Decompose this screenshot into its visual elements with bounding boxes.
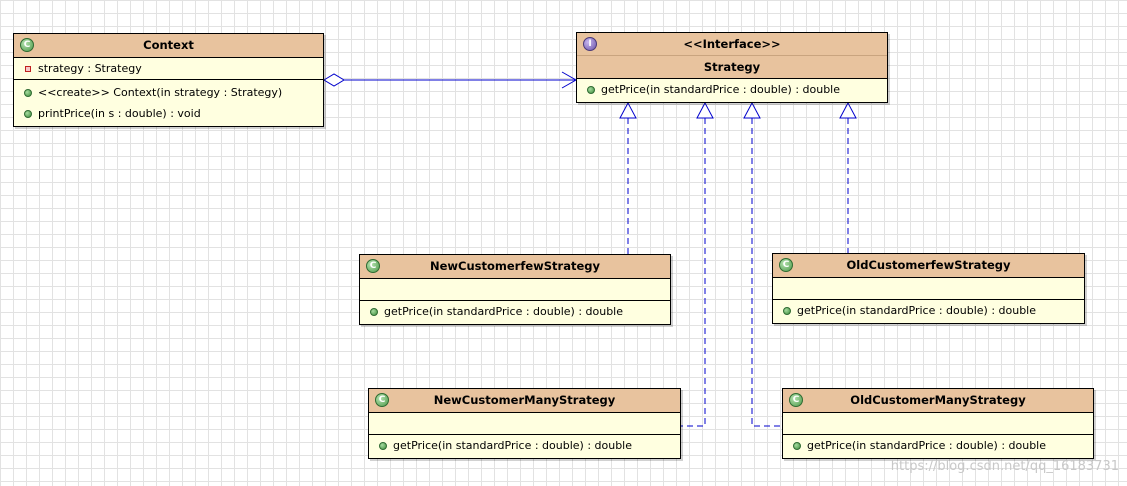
attributes-section: [369, 413, 680, 435]
class-new-customer-few-strategy[interactable]: C NewCustomerfewStrategy getPrice(in sta…: [359, 254, 671, 325]
class-icon: C: [20, 38, 34, 52]
class-header: C OldCustomerfewStrategy: [773, 254, 1084, 278]
operations-section: getPrice(in standardPrice : double) : do…: [360, 301, 670, 323]
aggregation-connector: [323, 71, 578, 89]
operations-section: getPrice(in standardPrice : double) : do…: [773, 300, 1084, 322]
operation-row: getPrice(in standardPrice : double) : do…: [773, 300, 1084, 321]
operation-text: getPrice(in standardPrice : double) : do…: [393, 439, 633, 452]
operations-section: getPrice(in standardPrice : double) : do…: [369, 435, 680, 457]
class-new-customer-many-strategy[interactable]: C NewCustomerManyStrategy getPrice(in st…: [368, 388, 681, 459]
attribute-row: strategy : Strategy: [14, 58, 323, 79]
interface-strategy[interactable]: I <<Interface>> Strategy getPrice(in sta…: [576, 32, 888, 103]
operation-row: <<create>> Context(in strategy : Strateg…: [14, 82, 323, 103]
public-operation-icon: [783, 307, 791, 315]
class-header: C Context: [14, 34, 323, 58]
attributes-section: [360, 279, 670, 301]
operations-section: <<create>> Context(in strategy : Strateg…: [14, 80, 323, 124]
operation-row: getPrice(in standardPrice : double) : do…: [369, 435, 680, 456]
interface-icon: I: [583, 37, 597, 51]
class-icon: C: [789, 393, 803, 407]
operation-row: getPrice(in standardPrice : double) : do…: [360, 301, 670, 322]
operation-text: printPrice(in s : double) : void: [38, 107, 201, 120]
public-operation-icon: [24, 89, 32, 97]
operation-text: getPrice(in standardPrice : double) : do…: [601, 83, 841, 96]
class-icon: C: [375, 393, 389, 407]
public-operation-icon: [379, 442, 387, 450]
watermark: https://blog.csdn.net/qq_16183731: [890, 459, 1119, 474]
class-header: C NewCustomerManyStrategy: [369, 389, 680, 413]
attributes-section: strategy : Strategy: [14, 58, 323, 80]
class-header: C NewCustomerfewStrategy: [360, 255, 670, 279]
realization-old-few: [839, 101, 857, 253]
interface-header: I <<Interface>> Strategy: [577, 33, 887, 79]
interface-name: Strategy: [703, 60, 761, 74]
interface-stereotype: <<Interface>>: [577, 33, 887, 56]
class-old-customer-few-strategy[interactable]: C OldCustomerfewStrategy getPrice(in sta…: [772, 253, 1085, 324]
realization-old-many: [743, 101, 782, 427]
operation-text: getPrice(in standardPrice : double) : do…: [797, 304, 1037, 317]
attribute-text: strategy : Strategy: [38, 62, 142, 75]
class-name: OldCustomerManyStrategy: [850, 393, 1026, 407]
aggregation-diamond: [323, 73, 345, 87]
class-name: Context: [143, 38, 194, 52]
operation-row: getPrice(in standardPrice : double) : do…: [783, 435, 1093, 456]
public-operation-icon: [370, 308, 378, 316]
operation-row: getPrice(in standardPrice : double) : do…: [577, 79, 887, 100]
operations-section: getPrice(in standardPrice : double) : do…: [783, 435, 1093, 457]
operation-row: printPrice(in s : double) : void: [14, 103, 323, 124]
class-icon: C: [366, 259, 380, 273]
operation-text: <<create>> Context(in strategy : Strateg…: [38, 86, 283, 99]
operation-text: getPrice(in standardPrice : double) : do…: [384, 305, 624, 318]
class-name: NewCustomerfewStrategy: [429, 259, 601, 273]
class-context[interactable]: C Context strategy : Strategy <<create>>…: [13, 33, 324, 127]
class-icon: C: [779, 258, 793, 272]
public-operation-icon: [587, 86, 595, 94]
realization-new-few: [619, 101, 637, 254]
public-operation-icon: [793, 442, 801, 450]
class-old-customer-many-strategy[interactable]: C OldCustomerManyStrategy getPrice(in st…: [782, 388, 1094, 459]
class-header: C OldCustomerManyStrategy: [783, 389, 1093, 413]
class-name: OldCustomerfewStrategy: [846, 258, 1011, 272]
attributes-section: [783, 413, 1093, 435]
operation-text: getPrice(in standardPrice : double) : do…: [807, 439, 1047, 452]
private-attribute-icon: [25, 66, 31, 72]
attributes-section: [773, 278, 1084, 300]
public-operation-icon: [24, 110, 32, 118]
operations-section: getPrice(in standardPrice : double) : do…: [577, 79, 887, 101]
class-name: NewCustomerManyStrategy: [433, 393, 616, 407]
realization-new-many: [681, 101, 714, 427]
